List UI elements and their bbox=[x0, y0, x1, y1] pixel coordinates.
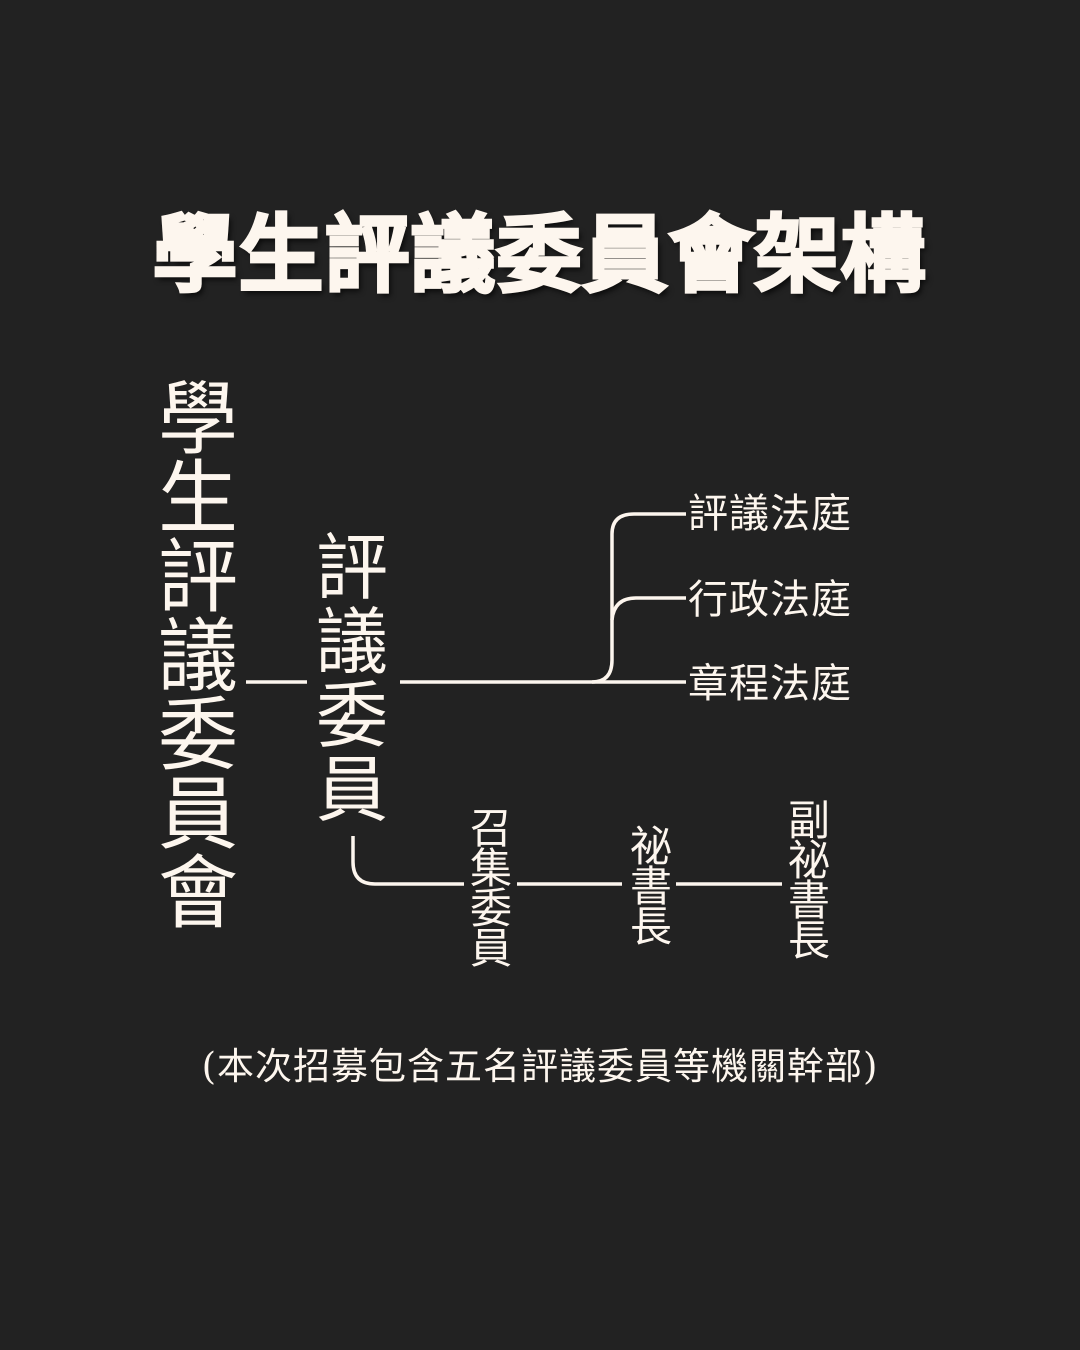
char: 生 bbox=[158, 452, 238, 545]
node-administrative-court: 行政法庭 bbox=[688, 577, 852, 623]
node-charter-court: 章程法庭 bbox=[688, 661, 852, 707]
char: 評 bbox=[158, 531, 238, 624]
node-deputy-secretary-general: 副 祕 書 長 bbox=[788, 796, 831, 965]
char: 長 bbox=[788, 916, 831, 965]
char: 員 bbox=[316, 748, 389, 832]
node-student-review-committee: 學 生 評 議 委 員 會 bbox=[158, 373, 238, 940]
page-title: 學生評議委員會架構 bbox=[151, 205, 927, 306]
char: 議 bbox=[158, 610, 238, 703]
char: 委 bbox=[158, 689, 238, 782]
char: 員 bbox=[158, 768, 238, 861]
char: 召 bbox=[470, 804, 513, 853]
char: 祕 bbox=[630, 822, 673, 871]
char: 祕 bbox=[788, 836, 831, 885]
char: 長 bbox=[630, 902, 673, 951]
char: 會 bbox=[158, 847, 238, 940]
char: 委 bbox=[470, 884, 513, 933]
char: 委 bbox=[316, 674, 389, 758]
char: 員 bbox=[470, 924, 513, 973]
node-secretary-general: 祕 書 長 bbox=[630, 822, 673, 951]
node-convener: 召 集 委 員 bbox=[470, 804, 513, 973]
char: 副 bbox=[788, 796, 831, 845]
char: 書 bbox=[630, 862, 673, 911]
char: 書 bbox=[788, 876, 831, 925]
char: 學 bbox=[158, 373, 238, 466]
node-review-member: 評 議 委 員 bbox=[316, 532, 388, 828]
char: 集 bbox=[470, 844, 513, 893]
char: 評 bbox=[316, 526, 389, 610]
char: 議 bbox=[316, 600, 389, 684]
node-review-court: 評議法庭 bbox=[688, 491, 852, 537]
recruitment-note: (本次招募包含五名評議委員等機關幹部) bbox=[201, 1045, 879, 1088]
